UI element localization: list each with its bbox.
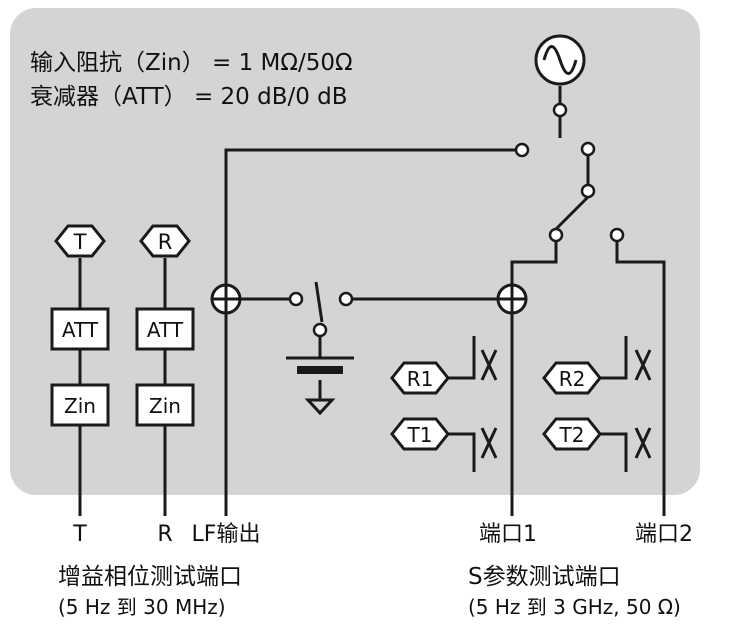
r1-coupler-mark bbox=[480, 349, 498, 381]
r-att-label: ATT bbox=[147, 318, 184, 342]
r-zin-box bbox=[135, 383, 195, 427]
t-att-label: ATT bbox=[62, 318, 99, 342]
t2-label: T2 bbox=[559, 423, 585, 447]
t-input-connector bbox=[54, 224, 106, 258]
t1-label: T1 bbox=[407, 423, 433, 447]
t2-coupler-mark bbox=[634, 427, 652, 459]
att-right-contact bbox=[338, 291, 354, 307]
ground-symbol bbox=[304, 398, 336, 416]
port1-label: 端口1 bbox=[479, 522, 537, 547]
sine-wave-icon bbox=[542, 45, 578, 75]
lf-output-label: LF输出 bbox=[192, 522, 261, 547]
r-zin-label: Zin bbox=[149, 394, 181, 418]
t-zin-box bbox=[50, 383, 110, 427]
source-contact bbox=[552, 102, 568, 118]
t1-receiver-tag bbox=[390, 417, 450, 451]
impedance-spec-text: 输入阻抗（Zin） = 1 MΩ/50Ω bbox=[30, 50, 353, 76]
port1-contact bbox=[548, 227, 564, 243]
r1-label: R1 bbox=[407, 367, 434, 391]
switch-pivot-contact bbox=[580, 183, 596, 199]
r-port-label: R bbox=[157, 522, 172, 547]
t-zin-label: Zin bbox=[64, 394, 96, 418]
attenuator-spec-text: 衰减器（ATT） = 20 dB/0 dB bbox=[30, 84, 348, 110]
t-att-box bbox=[50, 307, 110, 351]
port2-line bbox=[615, 241, 666, 516]
switch-top-contact bbox=[580, 141, 596, 157]
r-input-connector bbox=[139, 224, 191, 258]
r1-receiver-tag bbox=[390, 361, 450, 395]
r-input-label: R bbox=[158, 230, 173, 254]
gain-phase-range: (5 Hz 到 30 MHz) bbox=[58, 595, 226, 619]
r2-tap bbox=[600, 336, 628, 380]
att-pivot-contact bbox=[312, 322, 328, 338]
s-param-range: (5 Hz 到 3 GHz, 50 Ω) bbox=[468, 595, 681, 619]
t1-tap bbox=[448, 432, 476, 472]
ground-plate-thick bbox=[297, 366, 343, 374]
r2-coupler-mark bbox=[634, 349, 652, 381]
lf-output-line bbox=[224, 148, 516, 516]
port2-label: 端口2 bbox=[635, 522, 693, 547]
t-port-label: T bbox=[72, 522, 87, 547]
t-input-label: T bbox=[73, 230, 87, 254]
r2-receiver-tag bbox=[542, 361, 602, 395]
lf-contact bbox=[514, 142, 530, 158]
r-att-box bbox=[135, 307, 195, 351]
instrument-panel bbox=[10, 8, 700, 495]
t2-receiver-tag bbox=[542, 417, 602, 451]
t2-tap bbox=[600, 432, 628, 472]
t1-coupler-mark bbox=[480, 427, 498, 459]
port2-contact bbox=[609, 227, 625, 243]
attenuator-switch-arm bbox=[314, 281, 324, 323]
r1-tap bbox=[448, 336, 476, 380]
att-left-contact bbox=[288, 291, 304, 307]
s-param-caption: S参数测试端口 bbox=[468, 564, 621, 590]
port1-line bbox=[510, 241, 558, 516]
port-switch-arm bbox=[554, 195, 590, 231]
gain-phase-caption: 增益相位测试端口 bbox=[58, 564, 242, 590]
r2-label: R2 bbox=[559, 367, 586, 391]
